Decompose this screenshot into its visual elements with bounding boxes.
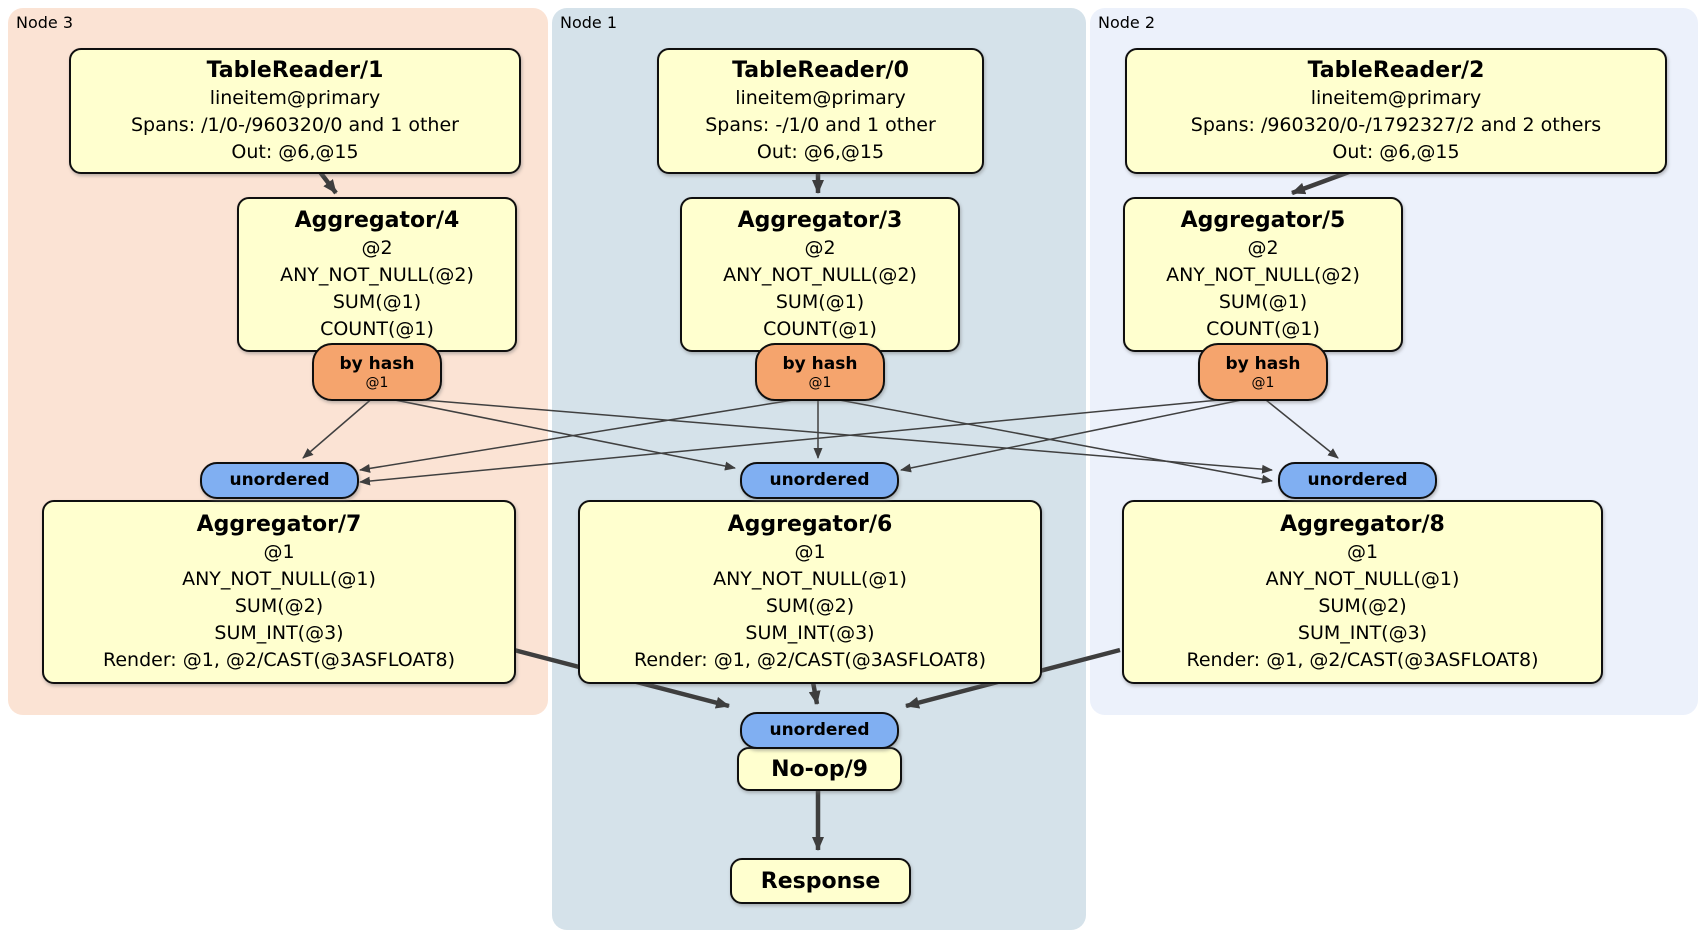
node-detail: Out: @6,@15 [756,141,885,163]
plan-node-tablereader-0: TableReader/0 lineitem@primary Spans: -/… [657,48,984,174]
router-label: by hash [1225,353,1301,374]
node-detail: COUNT(@1) [1206,318,1320,340]
node-detail: @2 [361,237,393,259]
node-detail: ANY_NOT_NULL(@1) [1265,568,1460,590]
node-title: No-op/9 [771,756,868,782]
node-detail: Spans: /960320/0-/1792327/2 and 2 others [1190,114,1602,136]
node-detail: Render: @1, @2/CAST(@3ASFLOAT8) [103,649,455,671]
sync-label: unordered [769,470,870,490]
router-column: @1 [1251,374,1275,391]
plan-node-aggregator-3: Aggregator/3 @2 ANY_NOT_NULL(@2) SUM(@1)… [680,197,960,352]
node-detail: ANY_NOT_NULL(@1) [713,568,907,590]
sync-label: unordered [1307,470,1408,490]
node-detail: @1 [1346,541,1379,563]
node-detail: lineitem@primary [1310,87,1482,109]
node-title: TableReader/1 [206,58,384,83]
plan-node-tablereader-1: TableReader/1 lineitem@primary Spans: /1… [69,48,521,174]
node-title: Aggregator/8 [1280,512,1445,537]
node-detail: Render: @1, @2/CAST(@3ASFLOAT8) [1186,649,1539,671]
node-detail: SUM(@1) [1218,291,1308,313]
node-detail: Render: @1, @2/CAST(@3ASFLOAT8) [634,649,986,671]
node-title: Aggregator/6 [727,512,893,537]
router-by-hash-node1: by hash @1 [755,343,885,401]
node-detail: ANY_NOT_NULL(@1) [182,568,376,590]
node-title: Aggregator/5 [1180,208,1346,233]
router-column: @1 [365,374,389,391]
node-detail: SUM(@2) [234,595,324,617]
plan-node-response: Response [730,858,911,904]
node-title: Response [760,868,881,894]
node-detail: @1 [263,541,295,563]
node-detail: SUM(@1) [775,291,865,313]
node-detail: SUM(@1) [332,291,422,313]
plan-node-aggregator-6: Aggregator/6 @1 ANY_NOT_NULL(@1) SUM(@2)… [578,500,1042,684]
router-by-hash-node2: by hash @1 [1198,343,1328,401]
sync-label: unordered [769,720,870,740]
node-detail: ANY_NOT_NULL(@2) [280,264,474,286]
plan-node-aggregator-8: Aggregator/8 @1 ANY_NOT_NULL(@1) SUM(@2)… [1122,500,1603,684]
plan-node-tablereader-2: TableReader/2 lineitem@primary Spans: /9… [1125,48,1667,174]
sync-label: unordered [229,470,330,490]
node-title: Aggregator/7 [196,512,362,537]
sync-unordered-node3: unordered [200,462,359,499]
router-column: @1 [808,374,832,391]
node-detail: Out: @6,@15 [1332,141,1460,163]
router-by-hash-node3: by hash @1 [312,343,442,401]
node-detail: SUM_INT(@3) [745,622,875,644]
node-title: Aggregator/4 [294,208,460,233]
node-detail: Out: @6,@15 [231,141,359,163]
node-detail: SUM_INT(@3) [1297,622,1428,644]
node-detail: SUM_INT(@3) [214,622,344,644]
node-detail: COUNT(@1) [763,318,877,340]
node-title: TableReader/2 [1307,58,1485,83]
node-detail: ANY_NOT_NULL(@2) [1166,264,1360,286]
node-title: TableReader/0 [732,58,909,83]
plan-node-aggregator-4: Aggregator/4 @2 ANY_NOT_NULL(@2) SUM(@1)… [237,197,517,352]
region-label-node2: Node 2 [1098,13,1156,32]
sync-unordered-final: unordered [740,712,899,749]
region-label-node1: Node 1 [560,13,618,32]
node-detail: SUM(@2) [765,595,855,617]
router-label: by hash [339,353,415,374]
plan-node-noop-9: No-op/9 [737,747,902,791]
node-title: Aggregator/3 [737,208,903,233]
node-detail: @1 [794,541,826,563]
node-detail: SUM(@2) [1318,595,1407,617]
node-detail: @2 [1247,237,1279,259]
node-detail: lineitem@primary [735,87,906,109]
node-detail: Spans: -/1/0 and 1 other [705,114,936,136]
router-label: by hash [782,353,858,374]
plan-node-aggregator-7: Aggregator/7 @1 ANY_NOT_NULL(@1) SUM(@2)… [42,500,516,684]
node-detail: @2 [804,237,836,259]
sync-unordered-node1: unordered [740,462,899,499]
node-detail: ANY_NOT_NULL(@2) [723,264,917,286]
sync-unordered-node2: unordered [1278,462,1437,499]
node-detail: lineitem@primary [209,87,381,109]
node-detail: COUNT(@1) [320,318,434,340]
node-detail: Spans: /1/0-/960320/0 and 1 other [131,114,459,136]
plan-node-aggregator-5: Aggregator/5 @2 ANY_NOT_NULL(@2) SUM(@1)… [1123,197,1403,352]
region-label-node3: Node 3 [16,13,74,32]
